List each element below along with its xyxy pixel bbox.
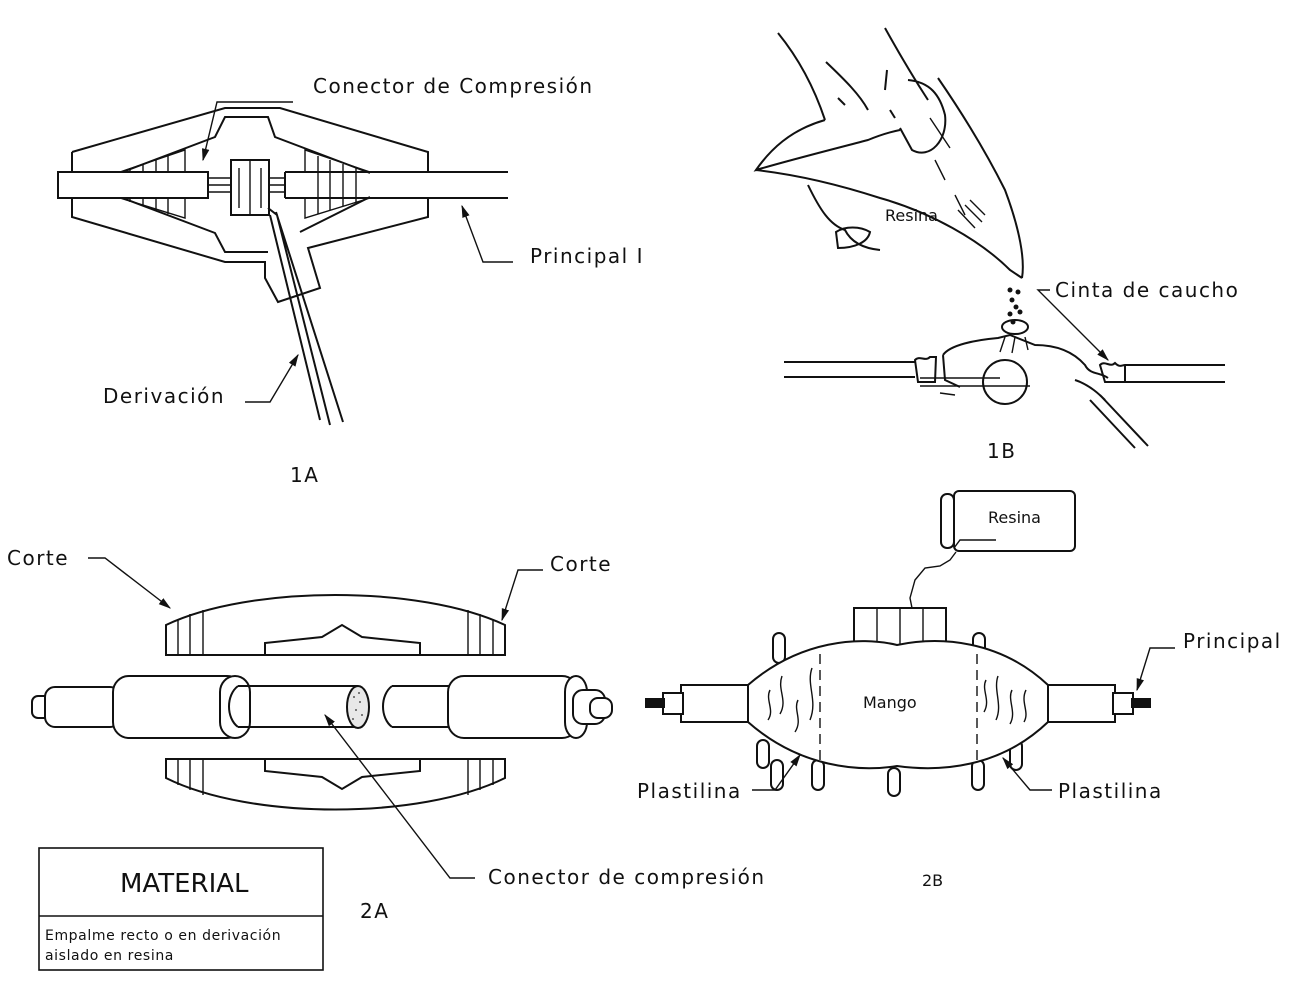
compression-connector-2a [228,685,370,729]
figure-1a: Conector de Compresión Principal I Deriv… [57,74,644,487]
sleeve-cut-lines [819,654,978,762]
leader-branch [245,353,299,403]
resin-bottle [909,490,1076,609]
rubber-tape-left [913,356,938,383]
label-rubber-tape: Cinta de caucho [1055,278,1239,302]
caption-2a: 2A [360,899,389,923]
material-title: MATERIAL [120,869,249,899]
cable-left-2a [31,675,251,739]
main-cable-right-1b [1125,364,1225,383]
mold-half-bottom [165,758,506,811]
bag-wrinkles [929,117,986,229]
material-title-block: MATERIAL Empalme recto o en derivación a… [38,847,324,971]
leader-connector [201,101,293,162]
leader-putty-right [1002,757,1052,791]
label-resin-1b: Resina [885,206,938,225]
label-putty-right: Plastilina [1058,779,1163,803]
figure-2b: Resina Mango Principal Plastilina Plasti… [637,490,1282,890]
label-compression-connector-2a: Conector de compresión [488,865,766,889]
label-main-2b: Principal [1183,629,1282,653]
label-resin-2b: Resina [988,508,1041,527]
mold-housing-inner [119,116,371,253]
label-main: Principal I [530,244,644,268]
mold-half-top [165,594,506,656]
figure-2a: Corte Corte Conector de compresión 2A [7,546,766,923]
cable-ends-2b [645,684,1151,723]
compression-connector [230,159,270,216]
label-compression-connector: Conector de Compresión [313,74,594,98]
material-description-line1: Empalme recto o en derivación [45,928,281,944]
leader-cut-right [501,569,543,622]
caption-1b: 1B [987,439,1016,463]
branch-cable-1b [1089,394,1149,449]
leader-cut-left [88,557,171,609]
mold-housing-outer [71,107,429,304]
label-putty-left: Plastilina [637,779,742,803]
resin-drops [1007,287,1023,325]
leader-main [461,204,513,263]
leader-putty-left [752,753,801,791]
figure-1b: Resina Cinta de caucho 1B [753,27,1239,463]
caption-2b: 2B [922,871,943,890]
main-cable-left [57,171,209,199]
pour-funnel [853,607,947,647]
label-cut-right: Corte [550,552,612,576]
caption-1a: 1A [290,463,319,487]
cable-right-2a [382,675,613,739]
conductor-lines-1b [920,377,1030,396]
label-branch: Derivación [103,384,225,408]
leader-connector-2a [324,714,475,879]
label-cut-left: Corte [7,546,69,570]
leader-rubber-tape [1036,289,1109,361]
rubber-tape-right [1098,361,1126,383]
resin-flow-lines [999,336,1029,354]
putty-texture [767,667,1027,733]
main-cable-left-1b [784,361,915,378]
material-description-line2: aislado en resina [45,948,174,964]
splice-connector-ring [982,359,1028,405]
hand-holding-resin-bag [753,27,1024,279]
branch-cable [267,207,344,426]
pour-opening [1001,319,1029,335]
label-mango: Mango [863,693,917,712]
leader-main-2b [1136,647,1175,692]
cone-hatch-right [304,149,371,219]
hand-thumb [834,226,872,250]
